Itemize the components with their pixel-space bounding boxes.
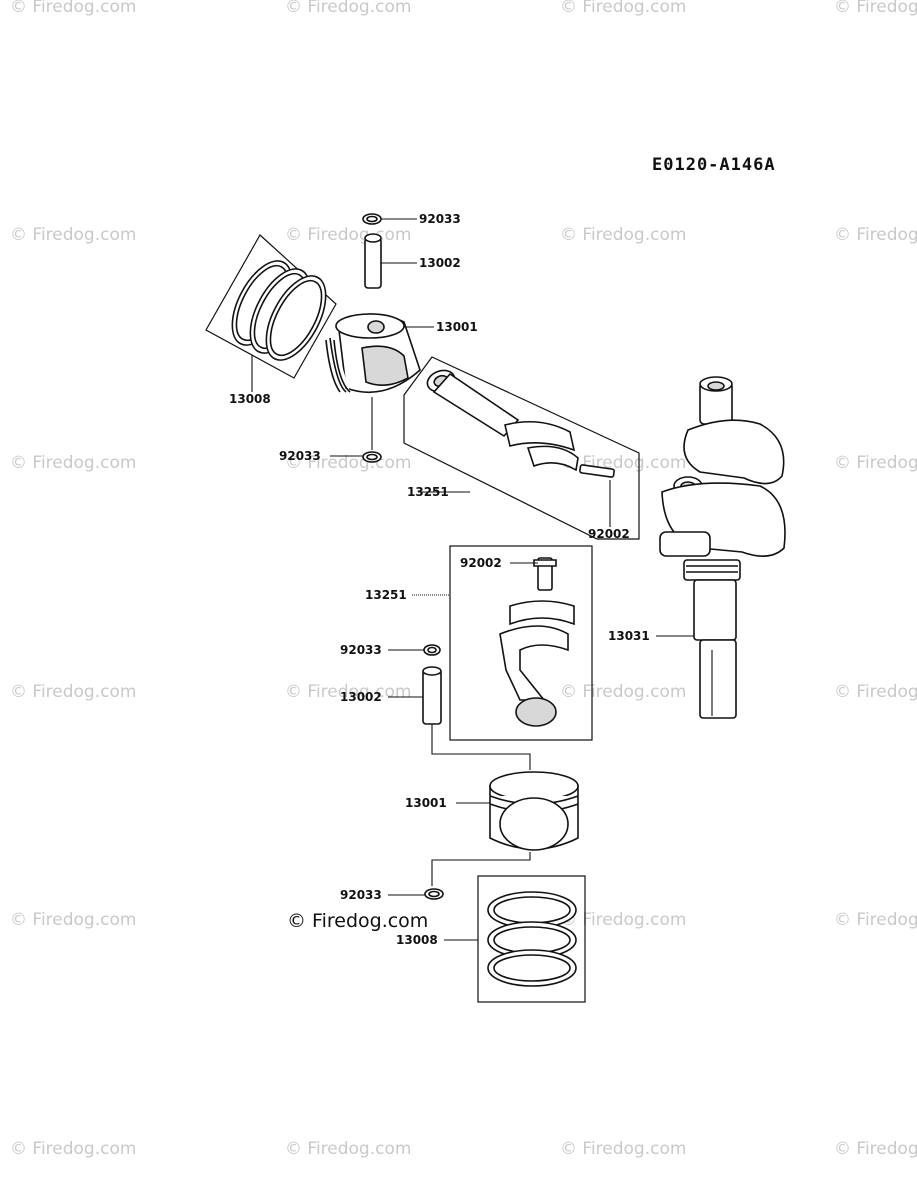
watermark: © Firedog.com [285,225,411,245]
watermark: © Firedog.com [834,1139,917,1159]
watermark-grid: © Firedog.com © Firedog.com © Firedog.co… [10,0,917,1159]
callout-top-rings: 13008 [229,392,271,406]
diagram-code: E0120-A146A [652,155,776,175]
callout-lower-piston: 13001 [405,796,447,810]
callout-top-piston: 13001 [436,320,478,334]
watermark: © Firedog.com [10,0,136,17]
connecting-rod-upper-part [403,356,640,540]
watermark: © Firedog.com [834,453,917,473]
snap-ring-upper-part [362,213,382,225]
site-credit: © Firedog.com [287,910,428,932]
watermark: © Firedog.com [560,910,686,930]
callout-top-snap-ring-upper: 92033 [419,212,461,226]
snap-ring-lower-lower-part [424,888,444,900]
watermark: © Firedog.com [10,682,136,702]
watermark: © Firedog.com [560,453,686,473]
callout-lower-rod-bolt: 92002 [460,556,502,570]
piston-pin-lower-part [422,666,442,725]
watermark: © Firedog.com [10,910,136,930]
watermark: © Firedog.com [560,225,686,245]
piston-pin-upper-part [364,233,382,289]
watermark: © Firedog.com [10,1139,136,1159]
watermark: © Firedog.com [560,1139,686,1159]
callout-lower-rod-assy: 13251 [365,588,407,602]
watermark: © Firedog.com [834,225,917,245]
piston-upper-part [325,313,421,394]
connecting-rod-lower-part [449,545,593,741]
watermark: © Firedog.com [560,0,686,17]
callout-top-rod-assy: 13251 [407,485,449,499]
watermark: © Firedog.com [285,682,411,702]
callout-lower-pin: 13002 [340,690,382,704]
callout-top-rod-bolt: 92002 [588,527,630,541]
piston-rings-lower-part [477,875,586,1003]
callout-lower-rings: 13008 [396,933,438,947]
watermark: © Firedog.com [834,682,917,702]
watermark: © Firedog.com [10,453,136,473]
snap-ring-lower-upper-part [423,644,441,656]
callout-lower-snap-ring-upper: 92033 [340,643,382,657]
watermark: © Firedog.com [834,0,917,17]
crankshaft-part [659,376,786,719]
callout-lower-snap-ring-lower: 92033 [340,888,382,902]
callout-top-snap-ring-lower: 92033 [279,449,321,463]
watermark: © Firedog.com [834,910,917,930]
watermark: © Firedog.com [560,682,686,702]
callout-crankshaft: 13031 [608,629,650,643]
snap-ring-lower-part [362,451,382,463]
watermark: © Firedog.com [10,225,136,245]
callout-top-pin: 13002 [419,256,461,270]
piston-lower-part [489,771,579,851]
watermark: © Firedog.com [285,1139,411,1159]
piston-rings-upper-part [205,234,337,379]
watermark: © Firedog.com [285,0,411,17]
